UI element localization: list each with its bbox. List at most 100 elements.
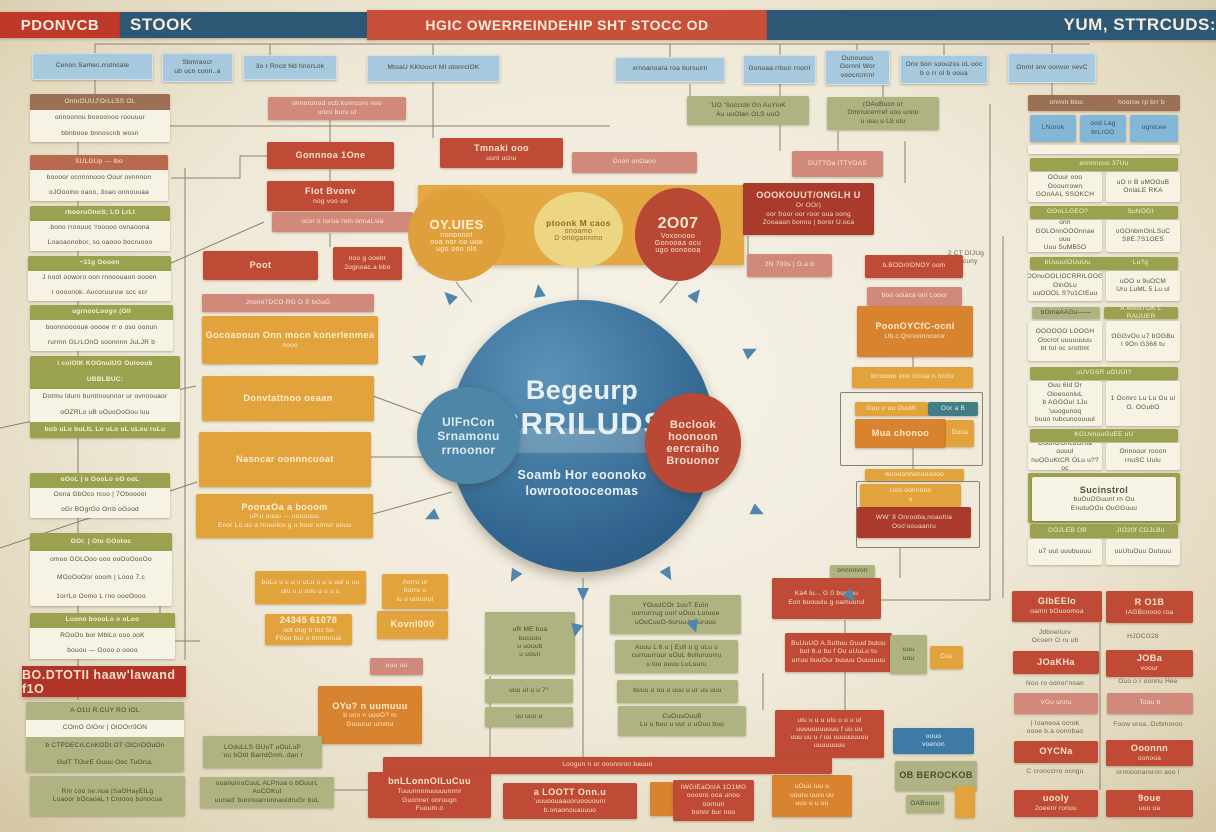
node-line: Loogun n or ooonnron bauuo xyxy=(562,761,653,769)
row-cell: hooroe rp brr b xyxy=(1118,98,1165,106)
bottom-center-node: uuu uu xyxy=(370,658,423,675)
right-mid-node: DUTTOa ITTVOAS xyxy=(792,151,883,177)
bottom-right-node: VOu unnu xyxy=(1014,693,1098,714)
right-table-node: bOmaAAGu—— xyxy=(1032,307,1100,319)
node-line: b ucn n uooO? m xyxy=(343,712,397,720)
panel-row: COmO GlOnr | OlOOrr9ON xyxy=(26,719,184,737)
bottom-right-node: JOaKHa xyxy=(1013,651,1099,674)
right-mid-node: brnooon ono rcnoa n ncrru xyxy=(852,367,973,388)
node-line: buoo rubcunoouuul xyxy=(1035,416,1095,424)
node-line: Ounouous xyxy=(841,54,874,62)
node-line: uuOOOL S?u1CtEuu xyxy=(1032,290,1098,298)
node-line: Or OOr) xyxy=(795,202,822,210)
node-title: Flot Bvonv xyxy=(305,185,356,196)
node-line: Ka4 lu... G 0 burnnu xyxy=(794,590,859,598)
bottom-right-node xyxy=(955,786,975,818)
top-center-node: Doon onOaoo xyxy=(572,152,697,173)
node-title: OYu? n uumuuu xyxy=(332,700,408,711)
node-line: ooooro ooa unoo oornun xyxy=(687,792,740,808)
node-line: uuUtuOuu Outuuu xyxy=(1114,547,1172,555)
panel-row: GOr. | Oto GOotoc xyxy=(30,533,172,552)
yellow-circle-line: onoamo xyxy=(564,228,593,235)
node-line: wuooonnonoooooo xyxy=(884,470,945,478)
node-line: Uru LuML 5 Lu ul xyxy=(1116,286,1170,293)
panel-row: Dotmu ldurn bunttnounnor ur ovnnouaor xyxy=(30,388,180,406)
bottom-center-node: uuu ul u u 7° xyxy=(485,679,573,703)
top-row-node: 3o r Rncd Nd hnorLok xyxy=(243,55,337,80)
node-line: curruurruur uOuL 6ulluruurru xyxy=(631,652,722,660)
main-circle-title: Begeurp xyxy=(525,374,639,405)
node-line: Gornnl Wor xyxy=(839,63,876,71)
panel-row: OnInOUUJ'OrLLSS OL xyxy=(30,94,170,110)
node-line: Aorru ur xyxy=(402,578,428,586)
node-line: Ub.c.Qnnonnncoror xyxy=(884,333,946,341)
node-line: voour xyxy=(1140,665,1159,673)
node-line: Onx bon soouzss oL ooc xyxy=(905,61,983,69)
right-mid-node: boo ooiaca ooi Loour xyxy=(867,287,962,306)
node-line: buuu u uu u uuu u ur uu uuu xyxy=(633,687,722,695)
node-line: Onnoour rooon xyxy=(1119,448,1167,456)
node-line: oot oug b toc bo xyxy=(283,626,334,634)
node-line: 1 Ocmrc Lu Lu Gu ul xyxy=(1110,395,1176,403)
orange-circle-line: nononnnt xyxy=(440,231,473,239)
node-line: OnlaLE RKA xyxy=(1123,187,1163,194)
node-line: uuo ua xyxy=(1138,805,1161,813)
red-circle-line: Gonooaa ocu xyxy=(654,240,702,247)
node-line: bt tol oc srsttmt xyxy=(1040,345,1090,353)
node-line: nog voo oo xyxy=(313,197,348,205)
bottom-right-node: C cronccrro ocngu xyxy=(1012,766,1098,778)
orange-circle: OY.UIES nononnnt ooa nor oo uoa ugo ooo … xyxy=(408,188,505,281)
node-line: Guonner onruugn xyxy=(402,796,457,804)
top-row-node: Cenon Samec.rrutncale xyxy=(32,53,153,80)
node-title: Donvtattnoo oeaan xyxy=(243,392,333,403)
node-title: GIbEEIo xyxy=(1037,596,1077,607)
panel-row: ROoOo bor MblLo ooo ooK xyxy=(30,628,175,644)
cells-row: onnvn bloc hooroe rp brr b xyxy=(1029,96,1179,110)
node-line: b AGGOul 1Ju 'uuogunoq xyxy=(1042,399,1088,415)
arrowhead-icon xyxy=(532,283,546,298)
node-line: Eon buouulu g oamuurul xyxy=(788,598,865,606)
node-line: uuuuuuuuuuu f uu uu xyxy=(796,725,863,733)
panel-row: oOoL | o OooLo oO ooL xyxy=(30,473,170,488)
red-circle-line: ugo oonoooa xyxy=(655,247,701,254)
right-circle-line: hoonoon xyxy=(668,431,718,443)
node-title: JOBa xyxy=(1136,653,1163,664)
node-line: voocrcrrrnl xyxy=(840,71,875,79)
node-line: Gonoaa rrbuir rnorrl xyxy=(748,65,811,73)
node-line: Oocrot uuuuuuuu xyxy=(1038,336,1092,344)
node-line: nooo xyxy=(282,341,298,349)
node-line: uuu uu xyxy=(385,662,408,670)
node-line: WW' 8 Onrooba,noaohla xyxy=(875,514,953,522)
node-line: u uouub xyxy=(517,643,543,650)
bottom-right-node: Noo ro oonor'noan xyxy=(1013,678,1097,690)
orange-circle-line: ugo ooo olo xyxy=(436,245,477,253)
node-line: 2 CT DIJUg xyxy=(947,249,985,257)
header-segment-title: HGIC OWERREINDEHIP SHT STOCC OD xyxy=(367,10,767,40)
row-cell: onnvn bloc xyxy=(1049,98,1084,106)
node-line: brLrGO xyxy=(1091,128,1115,136)
node-line: Cenon Samec.rrutncale xyxy=(55,62,130,70)
node-line: Guu u uu OuulK xyxy=(866,404,917,412)
node-title: Tmnaki ooo xyxy=(473,142,530,153)
node-line: Jdbnellurv xyxy=(1038,628,1072,636)
node-line: oonooa xyxy=(1137,754,1162,762)
yellow-circle-title: ptoonk M caos xyxy=(546,218,611,228)
main-circle-subtitle: lowrootooceomas xyxy=(525,483,639,498)
bottom-center-node: uu uuu u xyxy=(485,707,573,727)
node-line: Lu u buu u uur u uOuu buu xyxy=(640,721,724,728)
panel-row: 1orrLo Oomo L rno oooOooo xyxy=(30,587,172,606)
